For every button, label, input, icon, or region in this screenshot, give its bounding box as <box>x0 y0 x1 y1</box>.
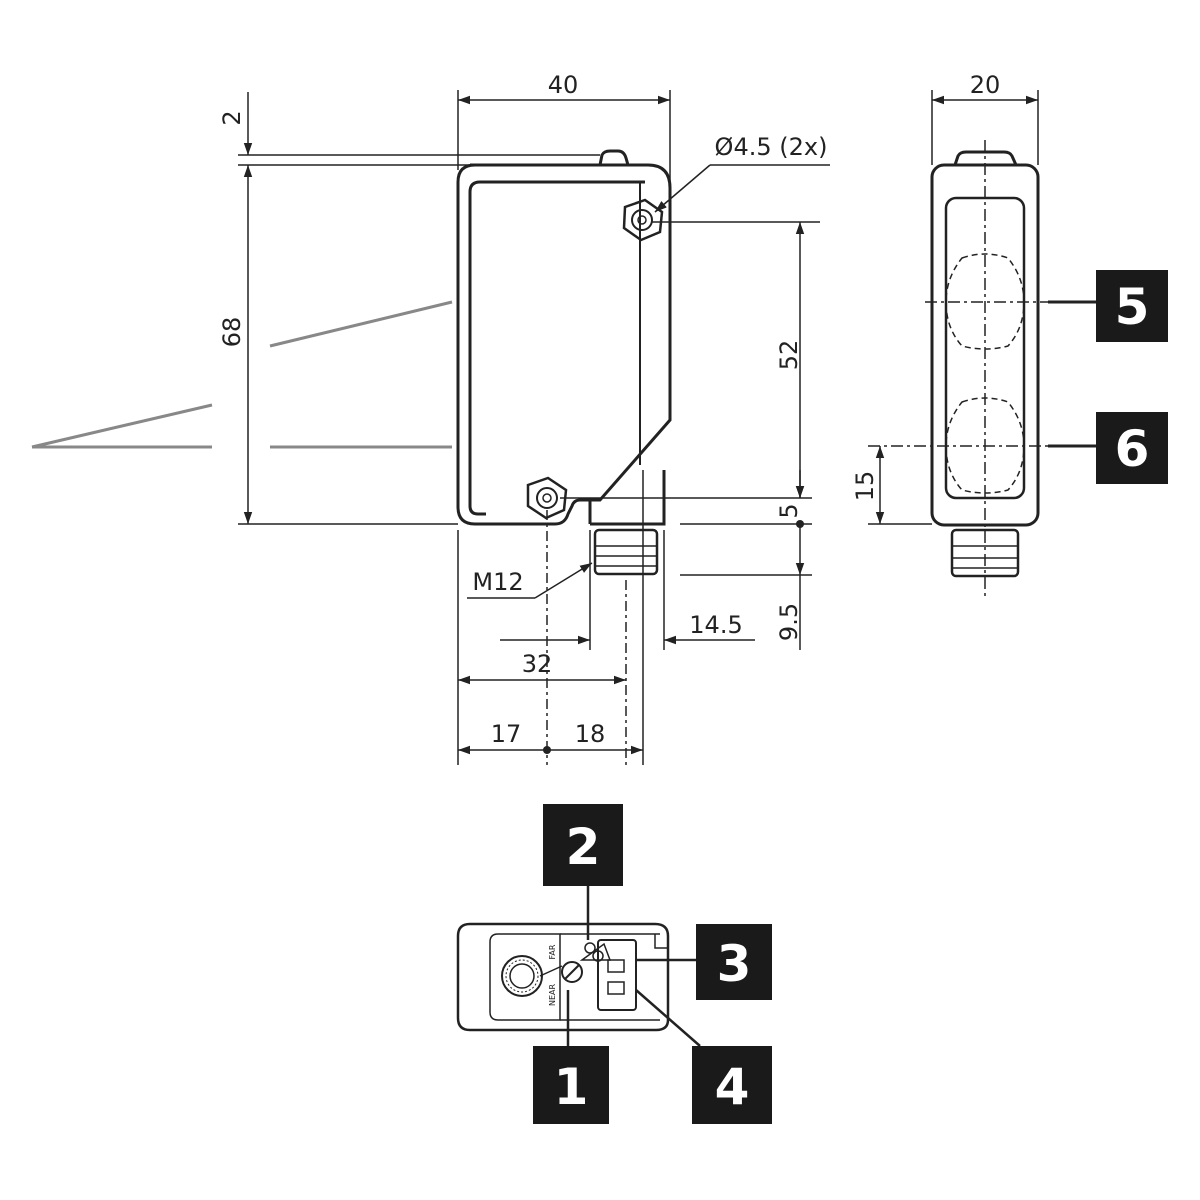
output-switch <box>597 939 637 1011</box>
callout-4-label: 4 <box>715 1058 750 1116</box>
dim-half-17: 17 <box>491 720 522 748</box>
m12-thread <box>593 528 659 576</box>
dim-thread-m12: M12 <box>472 568 523 596</box>
lens-lower <box>945 397 1025 494</box>
front-dimensions <box>238 90 830 765</box>
mounting-hole-upper <box>622 198 664 242</box>
dim-half-18: 18 <box>575 720 606 748</box>
dim-lens-15: 15 <box>851 471 879 502</box>
callout-5: 5 <box>1096 270 1168 342</box>
label-near: NEAR <box>548 984 557 1007</box>
led-indicator-a <box>584 942 596 954</box>
adjustment-screw <box>561 961 583 983</box>
callout-6-label: 6 <box>1115 420 1150 478</box>
dim-connector-14-5: 14.5 <box>689 611 742 639</box>
control-panel <box>456 886 701 1047</box>
callout-2-label: 2 <box>566 818 601 876</box>
dim-height-68: 68 <box>218 317 246 348</box>
potentiometer-dial <box>501 955 543 997</box>
top-nub <box>598 149 630 166</box>
dimension-dot <box>796 520 804 528</box>
callout-2: 2 <box>543 804 623 886</box>
panel-inner <box>489 933 561 1021</box>
housing-outline <box>456 163 672 526</box>
dim-offset-9-5: 9.5 <box>775 603 803 641</box>
dim-hole-spacing-52: 52 <box>775 340 803 371</box>
lens-upper <box>945 253 1025 350</box>
dim-offset-2: 2 <box>218 110 246 125</box>
callout-5-label: 5 <box>1115 278 1150 336</box>
callout-1-label: 1 <box>554 1058 589 1116</box>
dim-offset-5: 5 <box>775 503 803 518</box>
side-connector <box>950 528 1020 578</box>
panel-outline <box>456 922 670 1032</box>
mounting-hole-lower <box>526 476 568 520</box>
front-view <box>456 149 672 576</box>
side-dimensions <box>868 90 1096 598</box>
housing-inner-bezel <box>468 180 645 516</box>
label-far: FAR <box>548 944 557 959</box>
dim-hole-x-32: 32 <box>522 650 553 678</box>
callout-6: 6 <box>1096 412 1168 484</box>
dimension-dot <box>543 746 551 754</box>
callout-3-label: 3 <box>717 935 752 993</box>
dim-side-width-20: 20 <box>970 71 1001 99</box>
dim-hole-diameter: Ø4.5 (2x) <box>715 133 828 161</box>
callout-4: 4 <box>692 1046 772 1124</box>
callout-1: 1 <box>533 1046 609 1124</box>
callout-3: 3 <box>696 924 772 1000</box>
light-beam-lines <box>31 300 453 449</box>
dim-width-40: 40 <box>548 71 579 99</box>
